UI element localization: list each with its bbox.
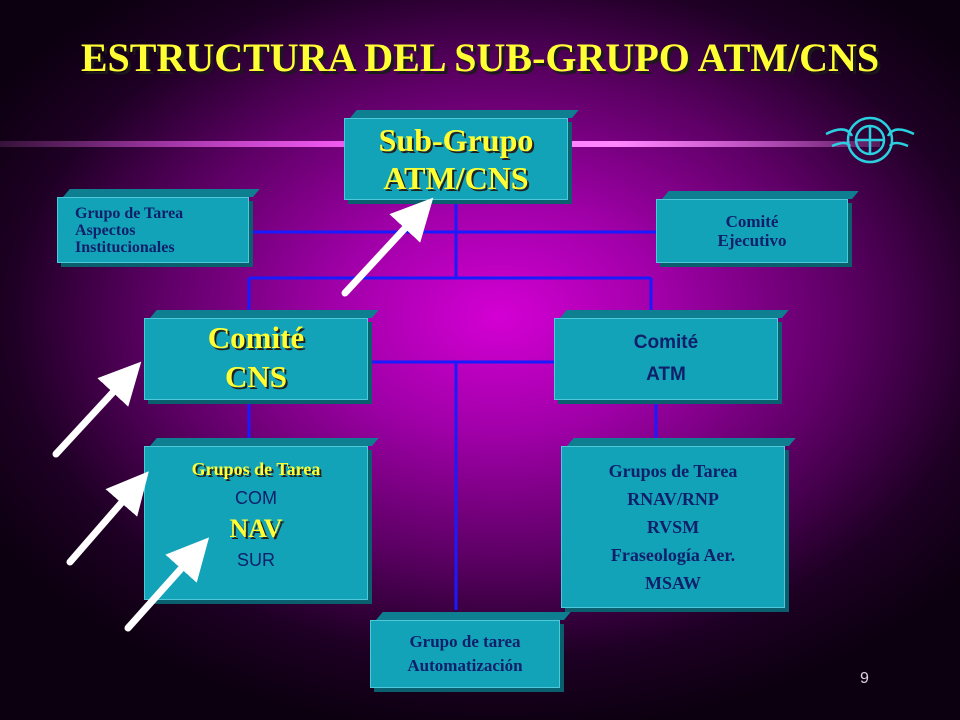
cns-line1: Comité	[207, 320, 305, 355]
aspectos-box[interactable]: Grupo de Tarea Aspectos Institucionales	[57, 197, 249, 263]
subgrupo-line2: ATM/CNS	[383, 160, 529, 196]
gt-atm-item-rvsm: RVSM	[646, 517, 700, 537]
automatizacion-line2: Automatización	[407, 656, 523, 675]
gt-atm-box[interactable]: Grupos de Tarea RNAV/RNP RVSM Fraseologí…	[561, 446, 785, 608]
subgrupo-line1: Sub-Grupo	[378, 122, 534, 158]
atm-line1: Comité	[633, 332, 699, 353]
ejecutivo-line2: Ejecutivo	[717, 231, 787, 250]
gt-cns-item-nav: NAV	[229, 514, 283, 543]
ejecutivo-line1: Comité	[725, 212, 779, 231]
ejecutivo-box[interactable]: Comité Ejecutivo	[656, 199, 848, 263]
arrow-to-gt-cns	[66, 471, 149, 566]
arrow-to-nav	[124, 537, 210, 632]
arrow-to-subgrupo	[341, 197, 434, 297]
arrow-to-cns	[52, 361, 142, 458]
icao-logo-icon	[825, 116, 915, 164]
gt-atm-item-fraseologia: Fraseología Aer.	[610, 545, 736, 565]
gt-cns-item-sur: SUR	[236, 550, 275, 570]
gt-atm-heading: Grupos de Tarea	[608, 461, 738, 481]
gt-cns-item-com: COM	[235, 488, 277, 508]
page-number: 9	[860, 670, 869, 687]
cns-line2: CNS	[224, 359, 287, 394]
gt-cns-heading: Grupos de Tarea	[191, 459, 321, 479]
automatizacion-line1: Grupo de tarea	[409, 632, 521, 651]
cns-box[interactable]: Comité CNS	[144, 318, 368, 400]
aspectos-line1: Grupo de Tarea	[75, 204, 184, 222]
gt-atm-item-rnav: RNAV/RNP	[627, 489, 719, 509]
automatizacion-box[interactable]: Grupo de tarea Automatización	[370, 620, 560, 688]
aspectos-line3: Institucionales	[75, 238, 175, 256]
gt-atm-item-msaw: MSAW	[644, 573, 701, 593]
page-title: ESTRUCTURA DEL SUB-GRUPO ATM/CNS	[80, 35, 880, 80]
atm-box[interactable]: Comité ATM	[554, 318, 778, 400]
atm-line2: ATM	[646, 364, 686, 385]
aspectos-line2: Aspectos	[75, 221, 136, 239]
subgrupo-box[interactable]: Sub-Grupo ATM/CNS	[344, 118, 568, 200]
